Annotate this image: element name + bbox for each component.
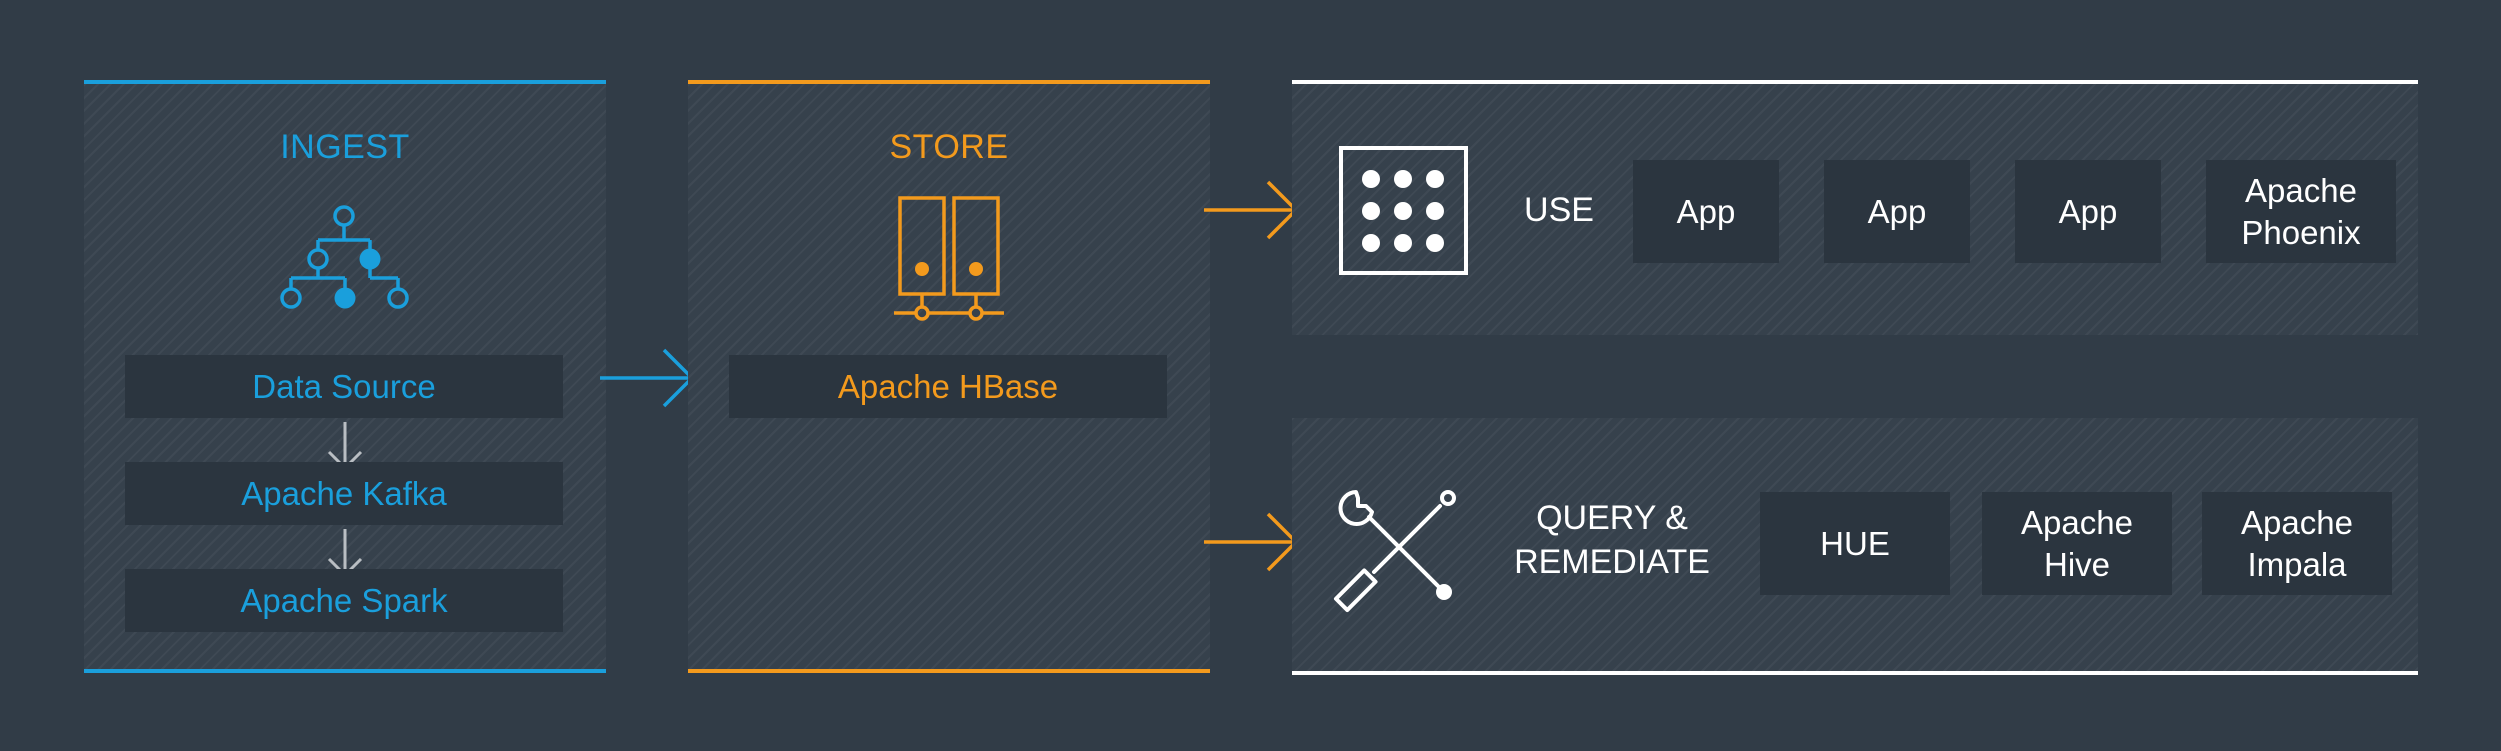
app-box: App — [1633, 160, 1779, 263]
arrow-right-icon — [600, 348, 695, 408]
store-panel: STORE Apache HBase — [688, 80, 1210, 673]
apache-phoenix-box: Apache Phoenix — [2206, 160, 2396, 263]
app-grid-icon — [1339, 146, 1468, 275]
wrench-screwdriver-icon — [1333, 490, 1456, 613]
hierarchy-tree-icon — [280, 205, 409, 309]
data-source-box: Data Source — [125, 355, 563, 418]
app-box: App — [2015, 160, 2161, 263]
apache-hbase-box: Apache HBase — [729, 355, 1167, 418]
use-label: USE — [1524, 191, 1594, 229]
query-label: QUERY & REMEDIATE — [1514, 499, 1710, 582]
server-icon — [894, 196, 1004, 321]
query-panel: QUERY & REMEDIATE HUE Apache Hive Apache… — [1292, 418, 2418, 675]
arrow-right-icon — [1204, 512, 1299, 572]
ingest-title: INGEST — [280, 128, 410, 166]
ingest-panel: INGEST Data Source Apache Kafka — [84, 80, 606, 673]
store-title: STORE — [889, 128, 1009, 166]
hue-box: HUE — [1760, 492, 1950, 595]
use-panel: USE App App App Apache Phoenix — [1292, 80, 2418, 335]
arrow-right-icon — [1204, 180, 1299, 240]
apache-hive-box: Apache Hive — [1982, 492, 2172, 595]
app-box: App — [1824, 160, 1970, 263]
apache-spark-box: Apache Spark — [125, 569, 563, 632]
apache-impala-box: Apache Impala — [2202, 492, 2392, 595]
apache-kafka-box: Apache Kafka — [125, 462, 563, 525]
